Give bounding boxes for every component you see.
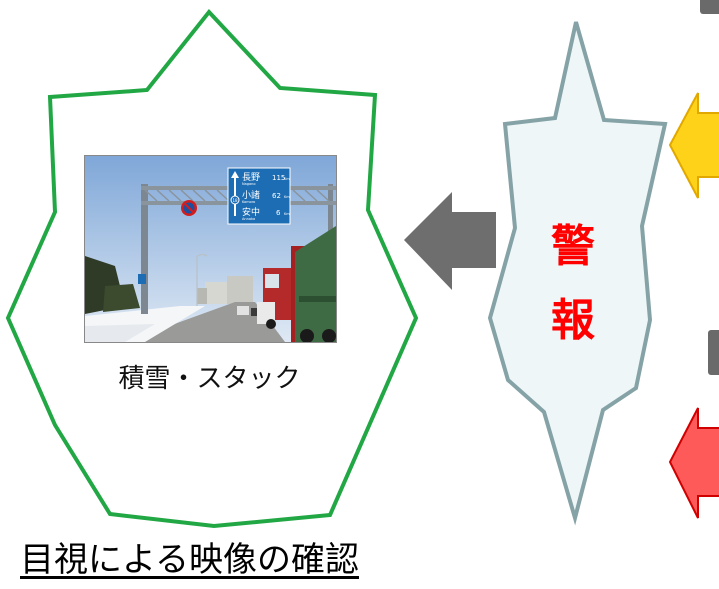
sign-unit-1: Km [284, 177, 290, 181]
red-left-arrow [668, 407, 719, 519]
sign-romaji-3: Annaka [242, 217, 255, 221]
gray-left-arrow [404, 192, 496, 290]
snow-road-photo: 18 長野 Nagano 115 Km 小諸 Komoro 62 Km 安中 A… [84, 155, 337, 343]
sign-place-2: 小諸 [242, 189, 260, 201]
sign-romaji-2: Komoro [242, 200, 255, 204]
alert-char-top: 警 [551, 221, 595, 272]
sign-romaji-1: Nagano [242, 182, 256, 186]
sign-distance-1: 115 [272, 174, 285, 182]
sign-place-3: 安中 [242, 206, 260, 218]
sign-route-number: 18 [232, 198, 238, 203]
sign-place-1: 長野 [242, 172, 260, 183]
sign-distance-2: 62 [272, 192, 281, 200]
visual-confirmation-title: 目視による映像の確認 [20, 540, 359, 580]
photo-caption: 積雪・スタック [118, 364, 301, 394]
sign-unit-3: Km [284, 212, 290, 216]
yellow-left-arrow [668, 92, 719, 199]
sign-unit-2: Km [284, 195, 290, 199]
alert-spike-badge [487, 21, 668, 526]
gray-box-middle [708, 330, 719, 375]
sign-distance-3: 6 [276, 209, 281, 217]
alert-char-bottom: 報 [551, 295, 595, 346]
gray-box-top [700, 0, 719, 14]
